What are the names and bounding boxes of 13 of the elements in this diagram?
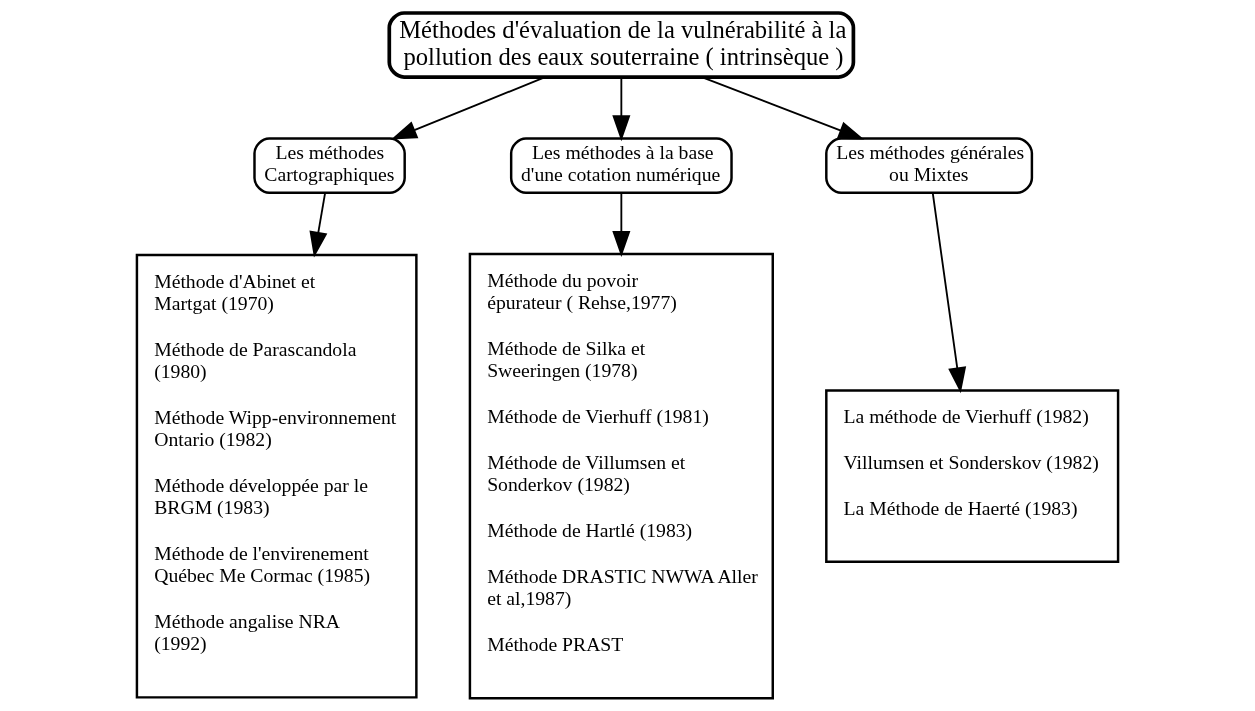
arrow [309, 192, 328, 258]
node-box: La méthode de Vierhuff (1982) Villumsen et Sonderskov (1982) La Méthode de Haerté (1983) [825, 389, 1120, 564]
arrow [612, 192, 631, 257]
node-box: Méthodes d'évaluation de la vulnérabilité à la pollution des eaux souterraine ( intrinsèque ) [387, 11, 856, 79]
node-box: Méthode du povoir épurateur ( Rehse,1977) Méthode de Silka et Sweeringen (1978) Méthode de Vierhuff (1981) Méthode de Villumsen et Sonderkov (1982) Méthode de Hartlé (1983) Méthode DRASTIC NWWA Aller et al,1987) Méthode PRAST [468, 252, 774, 700]
node-box: Méthode d'Abinet et Martgat (1970) Méthode de Parascandola (1980) Méthode Wipp-environnement Ontario (1982) Méthode développée par le BRGM (1983) Méthode de l'envirenement Québec Me Cormac (1985) Méthode angalise NRA (1992) [135, 253, 418, 699]
arrow [931, 192, 967, 394]
node-box: Les méthodes générales ou Mixtes [825, 137, 1034, 194]
arrow [390, 76, 546, 140]
arrow [700, 76, 865, 140]
node-box: Les méthodes à la base d'une cotation numérique [509, 137, 733, 194]
arrow [612, 76, 631, 142]
node-box: Les méthodes Cartographiques [253, 137, 406, 194]
